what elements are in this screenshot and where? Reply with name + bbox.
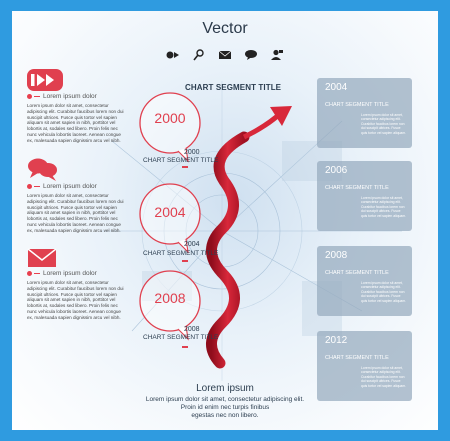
- card-body: Lorem ipsum dolor sit amet, consectetur …: [361, 113, 407, 135]
- year-bubble-2004: [139, 183, 201, 254]
- left-block-heading-text: Lorem ipsum dolor: [43, 93, 97, 100]
- page-title: Vector: [202, 20, 248, 37]
- card-body: Lorem ipsum dolor sit amet, consectetur …: [361, 366, 407, 388]
- left-block-heading: Lorem ipsum dolor: [27, 270, 127, 277]
- chart-segment-title: CHART SEGMENT TITLE: [185, 83, 282, 92]
- left-block-body: Lorem ipsum dolor sit amet, consectetur …: [27, 280, 124, 320]
- bubble-year-2008: 2008: [154, 290, 186, 306]
- card-subtitle: CHART SEGMENT TITLE: [325, 185, 389, 191]
- footer-text: Lorem ipsum dolor sit amet, consectetur …: [12, 396, 438, 421]
- search-icon: [193, 49, 204, 61]
- timeline-card-2006: 2006 CHART SEGMENT TITLE Lorem ipsum dol…: [317, 161, 412, 231]
- envelope-icon: [218, 50, 232, 59]
- bubble-year-2000: 2000: [154, 110, 186, 126]
- mini-dash: [182, 166, 188, 168]
- mini-dash: [182, 260, 188, 262]
- bubble-segment-title: CHART SEGMENT TITLE: [143, 250, 219, 257]
- timeline-card-2008: 2008 CHART SEGMENT TITLE Lorem ipsum dol…: [317, 246, 412, 316]
- bubble-small-year: 2004: [184, 241, 200, 248]
- person-icon: [271, 49, 283, 60]
- speech-bubble-icon: [245, 50, 257, 60]
- left-block-heading: Lorem ipsum dolor: [27, 93, 127, 100]
- card-year: 2006: [325, 165, 348, 176]
- play-icon: [27, 69, 63, 91]
- bubble-small-year: 2000: [184, 149, 200, 156]
- bubble-year-2004: 2004: [154, 204, 186, 220]
- envelope-icon: [27, 248, 57, 267]
- left-block-heading-text: Lorem ipsum dolor: [43, 183, 97, 190]
- timeline-card-2004: 2004 CHART SEGMENT TITLE Lorem ipsum dol…: [317, 78, 412, 148]
- card-body: Lorem ipsum dolor sit amet, consectetur …: [361, 281, 407, 303]
- card-subtitle: CHART SEGMENT TITLE: [325, 270, 389, 276]
- timeline-card-2012: 2012 CHART SEGMENT TITLE Lorem ipsum dol…: [317, 331, 412, 401]
- left-block-envelope: Lorem ipsum dolor Lorem ipsum dolor sit …: [27, 247, 127, 321]
- footer-line: Proin id enim nec turpis finibus: [180, 404, 270, 412]
- left-block-body: Lorem ipsum dolor sit amet, consectetur …: [27, 193, 124, 233]
- card-subtitle: CHART SEGMENT TITLE: [325, 102, 389, 108]
- left-block-heading: Lorem ipsum dolor: [27, 183, 127, 190]
- footer-line: Lorem ipsum dolor sit amet, consectetur …: [145, 396, 305, 403]
- left-block-body: Lorem ipsum dolor sit amet, consectetur …: [27, 103, 124, 143]
- bubble-segment-title: CHART SEGMENT TITLE: [143, 157, 219, 164]
- bubble-small-year: 2008: [184, 326, 200, 333]
- left-block-play: Lorem ipsum dolor Lorem ipsum dolor sit …: [27, 68, 127, 144]
- footer-title: Lorem ipsum: [196, 383, 254, 394]
- footer-line: egestas nec non libero.: [191, 412, 259, 420]
- card-year: 2008: [325, 250, 348, 261]
- year-bubble-2008: [139, 270, 201, 341]
- left-block-heading-text: Lorem ipsum dolor: [43, 270, 97, 277]
- card-subtitle: CHART SEGMENT TITLE: [325, 355, 389, 361]
- speech-bubble-icon: [28, 158, 57, 181]
- infographic-canvas: Vector CHART SEGMENT TITLE Lorem ipsum d…: [12, 11, 438, 430]
- left-block-speech: Lorem ipsum dolor Lorem ipsum dolor sit …: [27, 157, 127, 234]
- year-bubble-2000: [139, 92, 201, 163]
- card-body: Lorem ipsum dolor sit amet, consectetur …: [361, 196, 407, 218]
- spiral-arrow: [206, 106, 292, 369]
- icon-row: [12, 49, 438, 61]
- play-icon: [166, 51, 179, 59]
- card-year: 2012: [325, 335, 348, 346]
- mini-dash: [182, 346, 188, 348]
- bubble-segment-title: CHART SEGMENT TITLE: [143, 334, 219, 341]
- card-year: 2004: [325, 82, 348, 93]
